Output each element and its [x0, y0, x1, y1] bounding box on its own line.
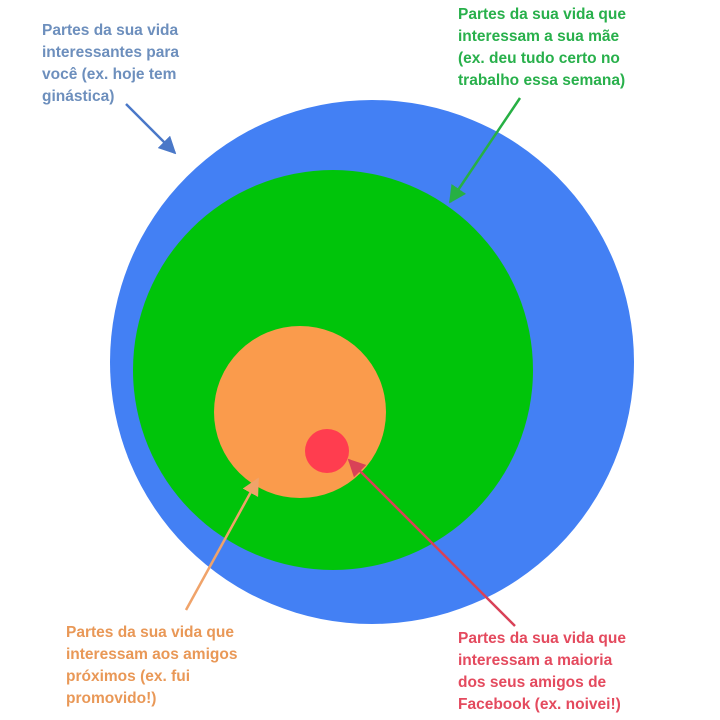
label-facebook-friends-interest: Partes da sua vida que interessam a maio… [458, 628, 626, 716]
red-arrow [347, 458, 516, 627]
label-line: interessantes para [42, 44, 179, 61]
green-arrow [448, 97, 522, 204]
red-circle [305, 429, 349, 473]
label-line: Partes da sua vida que [66, 624, 234, 641]
label-close-friends-interest: Partes da sua vida que interessam aos am… [66, 622, 237, 710]
label-line: Facebook (ex. noivei!) [458, 696, 621, 713]
label-line: (ex. deu tudo certo no [458, 50, 620, 67]
label-line: interessam a sua mãe [458, 28, 620, 45]
label-line: Partes da sua vida que [458, 6, 626, 23]
label-line: promovido!) [66, 690, 157, 707]
label-line: trabalho essa semana) [458, 72, 626, 89]
label-line: você (ex. hoje tem [42, 66, 177, 83]
label-mother-interest: Partes da sua vida que interessam a sua … [458, 4, 626, 92]
orange-arrow [184, 477, 260, 611]
label-line: interessam a maioria [458, 652, 613, 669]
label-line: próximos (ex. fui [66, 668, 191, 685]
label-line: interessam aos amigos [66, 646, 238, 663]
label-line: Partes da sua vida [42, 22, 179, 39]
label-self-interest: Partes da sua vida interessantes para vo… [42, 20, 179, 108]
label-line: Partes da sua vida que [458, 630, 626, 647]
label-line: ginástica) [42, 88, 115, 105]
label-line: dos seus amigos de [458, 674, 607, 691]
blue-arrow [125, 103, 177, 155]
